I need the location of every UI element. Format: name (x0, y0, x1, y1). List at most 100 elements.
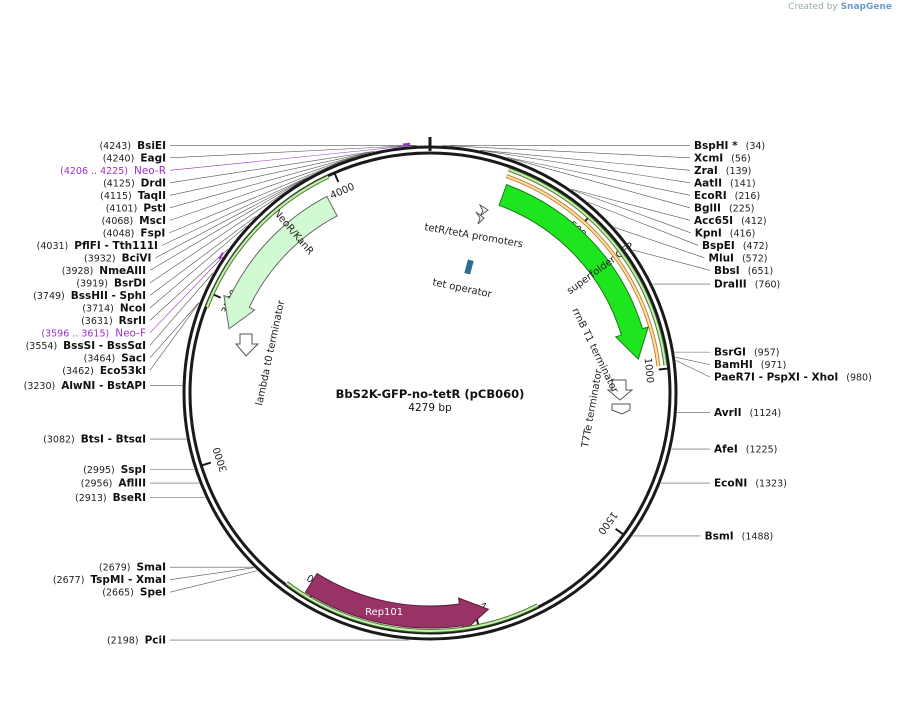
primer-arc-fill (508, 168, 667, 366)
site-label: AlwNI - BstAPI (61, 380, 146, 392)
leader-line (614, 227, 705, 259)
site-coordinate: (1124) (750, 408, 782, 419)
tet-promoters-label: tetR/tetA promoters (423, 222, 523, 250)
site-label: PstI (143, 202, 166, 214)
site-coordinate: (4125) (103, 178, 135, 189)
site-coordinate: (2956) (81, 479, 113, 490)
rrnb-terminator-shape (606, 379, 634, 401)
site-label: FspI (140, 227, 165, 239)
site-label: BssHII - SphI (71, 290, 146, 302)
leader-line (169, 145, 416, 159)
site-label: BglII (694, 202, 721, 214)
site-label: ZraI (694, 165, 718, 177)
leader-line (169, 156, 355, 221)
site-coordinate: (3928) (62, 266, 94, 277)
site-label: TaqII (138, 190, 166, 202)
site-leader-lines (149, 145, 711, 641)
snapgene-logo: SnapGene (840, 2, 892, 12)
leader-line (450, 145, 691, 159)
site-label: BamHI (714, 359, 753, 371)
site-label: BsmI (705, 530, 734, 542)
site-label: AfeI (714, 444, 738, 456)
snapgene-credit: Created by SnapGene (788, 2, 892, 12)
leader-line (149, 256, 223, 334)
site-coordinate: (3554) (26, 341, 58, 352)
primer-arc-fill (505, 175, 660, 367)
t7te-terminator-shape (611, 403, 631, 415)
site-coordinate: (56) (731, 153, 751, 164)
site-coordinate: (1225) (746, 445, 778, 456)
site-coordinate: (412) (741, 216, 767, 227)
site-label: BseRI (113, 492, 146, 504)
site-coordinate: (472) (743, 241, 769, 252)
site-coordinate: (572) (742, 253, 768, 264)
leader-line (169, 153, 366, 209)
site-label: NmeAIII (99, 265, 146, 277)
lambda-terminator-label: lambda t0 terminator (254, 299, 287, 407)
site-coordinate: (651) (748, 266, 774, 277)
site-coordinate: (4115) (100, 191, 132, 202)
tick-mark (333, 172, 340, 183)
leader-line (161, 160, 342, 246)
tet-operator-box (464, 259, 474, 275)
leader-line (480, 149, 691, 171)
primer-label: Neo-R (134, 165, 166, 177)
site-coordinate: (2995) (83, 465, 115, 476)
feature-label: Rep101 (365, 607, 403, 618)
leader-line (149, 176, 308, 271)
leader-line (169, 570, 258, 593)
site-coordinate: (980) (846, 373, 872, 384)
leader-line (675, 356, 711, 365)
primer-coordinate: (4206 .. 4225) (60, 166, 128, 177)
site-label: BspHI * (694, 140, 738, 152)
site-label: EcoRI (694, 190, 727, 202)
feature-arrow (498, 184, 649, 361)
site-coordinate: (760) (755, 280, 781, 291)
site-coordinate: (4243) (99, 141, 131, 152)
site-coordinate: (4101) (106, 203, 138, 214)
site-label: Acc65I (694, 215, 733, 227)
t7te-terminator-label: T7Te terminator (580, 368, 605, 450)
leader-line (507, 157, 691, 196)
tet-promoter-arrow-2 (475, 211, 485, 225)
site-label: BsiEI (137, 140, 166, 152)
primer-coordinate: (3596 .. 3615) (41, 328, 109, 339)
site-label: MscI (139, 215, 166, 227)
lambda-terminator-shape (234, 333, 260, 357)
site-label: DrdI (141, 177, 166, 189)
leader-line (570, 188, 691, 221)
site-label: SpeI (140, 587, 166, 599)
plasmid-name: BbS2K-GFP-no-tetR (pCB060) (336, 387, 525, 401)
site-coordinate: (34) (746, 141, 766, 152)
site-label: BsrDI (114, 277, 146, 289)
site-coordinate: (141) (730, 178, 756, 189)
site-coordinate: (216) (735, 191, 761, 202)
leader-line (169, 145, 407, 171)
site-label: NcoI (120, 302, 146, 314)
leader-line (480, 149, 691, 184)
leader-line (169, 567, 255, 580)
site-coordinate: (4048) (103, 228, 135, 239)
site-label: SspI (121, 464, 146, 476)
plasmid-length: 4279 bp (408, 402, 452, 414)
leader-line (588, 201, 699, 246)
site-label: PciI (145, 635, 166, 647)
primer-label: Neo-F (115, 327, 146, 339)
tick-label: 1500 (595, 509, 619, 536)
site-label: BtsI - BtsαI (81, 434, 146, 446)
site-label: DraIII (714, 279, 747, 291)
site-coordinate: (2677) (53, 575, 85, 586)
site-coordinate: (4240) (103, 153, 135, 164)
site-coordinate: (416) (730, 228, 756, 239)
leader-line (632, 249, 711, 271)
site-coordinate: (3464) (84, 353, 116, 364)
leader-line (675, 360, 711, 378)
site-label: BciVI (122, 252, 152, 264)
leader-line (149, 225, 248, 309)
site-label: BbsI (714, 265, 740, 277)
site-label: BsrGI (714, 347, 746, 359)
site-label: MluI (709, 252, 734, 264)
tick-mark (658, 367, 669, 371)
